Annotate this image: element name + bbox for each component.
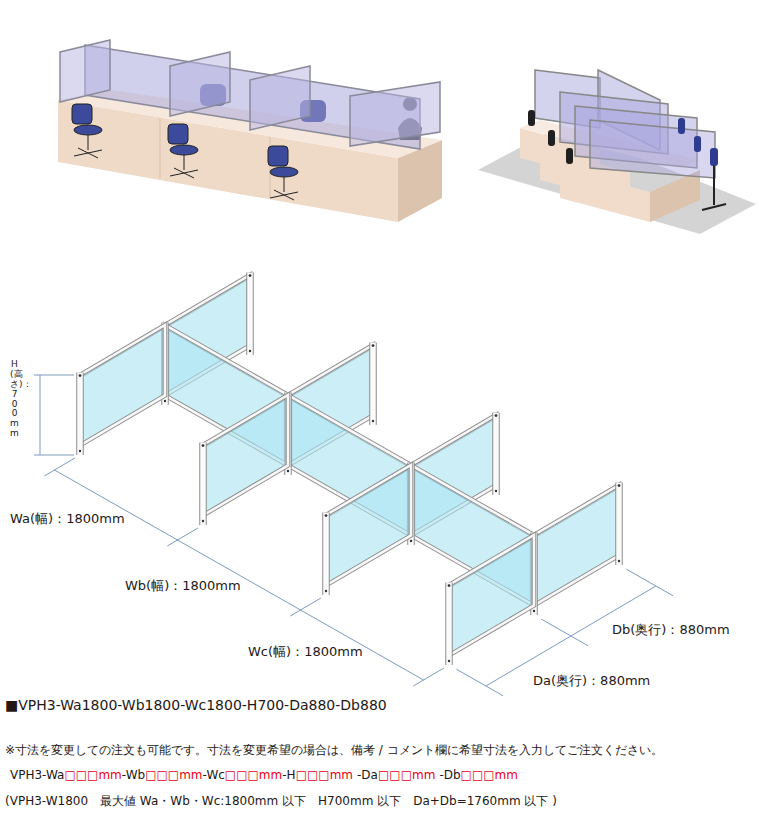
extension-line xyxy=(44,458,75,476)
glass-panel xyxy=(206,400,286,513)
code-part: VPH3-Wa xyxy=(10,768,64,782)
post-bolt xyxy=(372,344,375,347)
panel-frame xyxy=(203,395,288,515)
frame-post xyxy=(246,273,254,355)
frame-post xyxy=(322,513,330,595)
office-chair xyxy=(528,110,726,210)
post-bolt xyxy=(618,484,621,487)
size-placeholder: □□□mm xyxy=(461,768,518,782)
extension-line xyxy=(34,455,74,456)
post-bolt xyxy=(249,274,252,277)
partition-panel xyxy=(60,40,110,102)
extension-line xyxy=(290,598,321,616)
panel-frame xyxy=(203,395,288,515)
glass-panel xyxy=(537,490,617,603)
extension-line xyxy=(167,528,198,546)
panel-frame xyxy=(80,325,165,445)
partition-panel xyxy=(350,82,440,146)
panel-frame xyxy=(326,465,411,585)
frame-post xyxy=(247,273,253,355)
frame-post xyxy=(76,373,84,455)
extension-line xyxy=(541,619,588,646)
frame-post xyxy=(370,343,376,425)
extension-line xyxy=(34,375,74,376)
post-bolt xyxy=(79,374,82,377)
post-bolt xyxy=(202,520,204,522)
code-part: -Db xyxy=(439,768,460,782)
post-bolt xyxy=(448,660,450,662)
desk-side xyxy=(650,170,700,222)
frame-post xyxy=(492,413,500,495)
size-placeholder: □□□mm xyxy=(145,768,202,782)
code-part: -Wc xyxy=(203,768,225,782)
panel-frame xyxy=(326,465,411,585)
frame-post xyxy=(493,413,499,495)
panel-frame xyxy=(449,535,534,655)
extension-line xyxy=(626,569,673,596)
post-bolt xyxy=(325,590,327,592)
height-dimension: H(高さ)：700mm xyxy=(10,360,19,439)
post-bolt xyxy=(325,514,328,517)
post-bolt xyxy=(287,470,289,472)
desk-block xyxy=(560,168,650,222)
frame-post xyxy=(616,483,622,565)
partition-panel xyxy=(590,120,715,178)
code-part: -Wb xyxy=(122,768,145,782)
frame-post xyxy=(199,443,207,525)
order-code-template: VPH3-Wa□□□mm-Wb□□□mm-Wc□□□mm-H□□□mm-Da□□… xyxy=(10,768,518,782)
depth-dimension: Db(奥行)：880mm xyxy=(612,622,730,638)
partition-panel xyxy=(250,66,310,130)
glass-panel xyxy=(329,470,409,583)
post-bolt xyxy=(448,584,451,587)
post-bolt xyxy=(410,540,412,542)
post-bolt xyxy=(249,350,251,352)
frame-post xyxy=(446,583,452,665)
order-note: ※寸法を変更しての注文も可能です。寸法を変更希望の場合は、備考 / コメント欄に… xyxy=(5,743,663,757)
frame-post xyxy=(200,443,206,525)
depth-dimension: Da(奥行)：880mm xyxy=(533,673,650,689)
width-dimension: Wb(幅)：1800mm xyxy=(125,578,241,594)
post-bolt xyxy=(618,560,620,562)
post-bolt xyxy=(202,444,205,447)
post-bolt xyxy=(495,414,498,417)
frame-post xyxy=(77,373,83,455)
width-dimension: Wc(幅)：1800mm xyxy=(248,644,363,660)
post-bolt xyxy=(533,610,535,612)
panel-frame xyxy=(449,535,534,655)
frame-post xyxy=(445,583,453,665)
frame-post xyxy=(323,513,329,595)
code-part: -H xyxy=(282,768,295,782)
width-dimension-line xyxy=(55,470,424,680)
model-code-title: ■VPH3-Wa1800-Wb1800-Wc1800-H700-Da880-Db… xyxy=(5,697,387,714)
panel-frame xyxy=(534,485,619,605)
size-placeholder: □□□mm xyxy=(64,768,121,782)
frame-post xyxy=(369,343,377,425)
glass-panel xyxy=(452,540,532,653)
desk-edge xyxy=(160,118,161,178)
glass-panel xyxy=(83,330,163,443)
size-placeholder: □□□mm xyxy=(378,768,435,782)
office-chair xyxy=(72,104,298,200)
office-illustration-right xyxy=(0,0,759,240)
code-part: -Da xyxy=(357,768,378,782)
size-placeholder: □□□mm xyxy=(225,768,282,782)
post-bolt xyxy=(79,450,81,452)
frame-post xyxy=(615,483,623,565)
panel-frame xyxy=(534,485,619,605)
height-dimension-line xyxy=(40,375,41,455)
post-bolt xyxy=(495,490,497,492)
size-placeholder: □□□mm xyxy=(296,768,353,782)
extension-line xyxy=(456,669,503,696)
panel-frame xyxy=(80,325,165,445)
limit-note: (VPH3-W1800 最大値 Wa・Wb・Wc:1800mm 以下 H700m… xyxy=(5,794,557,808)
post-bolt xyxy=(372,420,374,422)
extension-line xyxy=(413,668,444,686)
post-bolt xyxy=(164,400,166,402)
width-dimension: Wa(幅)：1800mm xyxy=(10,511,125,527)
partition-panel xyxy=(170,52,230,116)
